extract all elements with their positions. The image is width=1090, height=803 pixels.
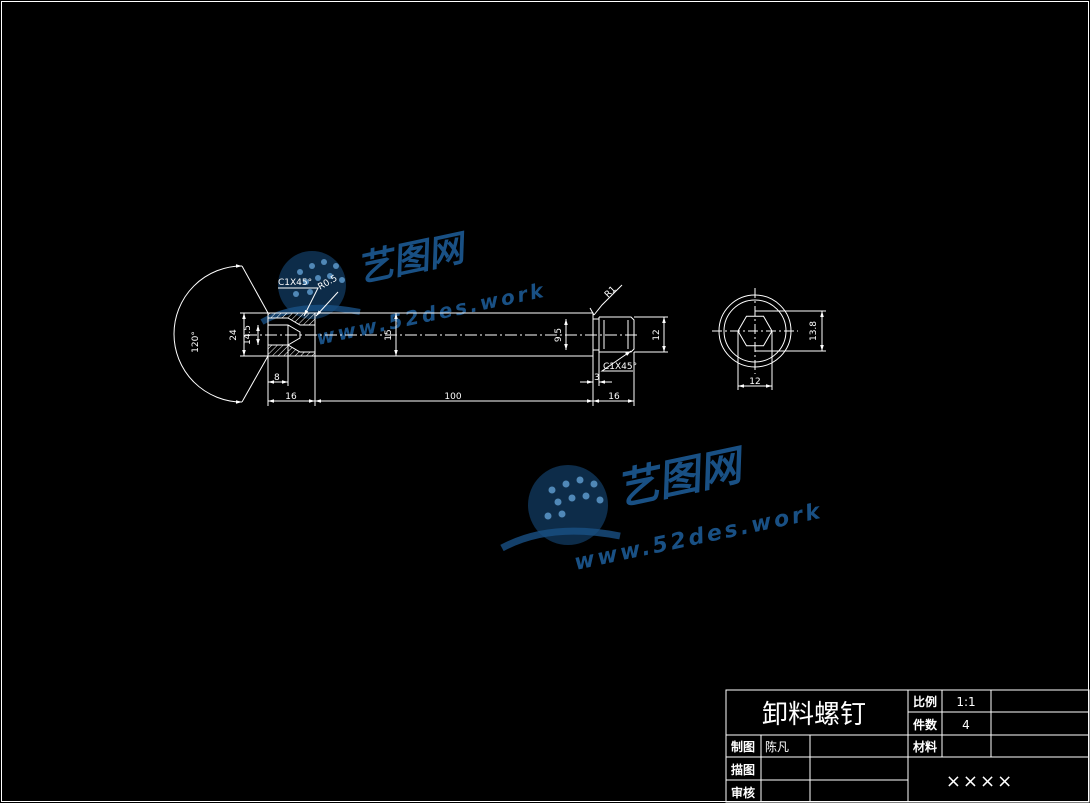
- end-view: [712, 288, 826, 390]
- dim-thread-dia: 12: [652, 329, 662, 340]
- watermark-2: 艺图网 www.52des.work: [500, 439, 825, 576]
- title-scale-label: 比例: [913, 694, 937, 709]
- title-checked-label: 审核: [731, 785, 755, 800]
- title-block: [725, 689, 1090, 803]
- dim-neck-dia: 9.5: [554, 328, 564, 342]
- dim-surface-finish: R1: [603, 285, 619, 301]
- title-qty-value: 4: [962, 718, 970, 732]
- surface-finish-symbol: [593, 284, 623, 316]
- title-material-label: 材料: [912, 739, 937, 754]
- title-drawn-by: 陈凡: [765, 739, 789, 754]
- dim-socket-depth: 8: [274, 373, 280, 383]
- watermark-url: www.52des.work: [314, 278, 548, 350]
- globe-logo-icon: [500, 465, 621, 552]
- part-view: [173, 264, 668, 406]
- watermark-1: 艺图网 www.52des.work: [260, 227, 548, 350]
- head-chamfer-leader: [278, 287, 319, 317]
- dim-head-angle: 120°: [191, 331, 201, 353]
- head-section-lower: [267, 344, 316, 357]
- fillet-leader: [315, 291, 339, 317]
- dim-outer-dia: 13.8: [809, 321, 819, 341]
- socket-cavity: [268, 324, 301, 346]
- dim-shank-length: 100: [444, 392, 461, 402]
- dim-head-dia: 24: [229, 329, 239, 341]
- dim-across-flats: 12: [749, 377, 760, 387]
- title-drawing-no: ××××: [946, 771, 1014, 792]
- dim-shank-dia: 15: [384, 329, 394, 340]
- watermark-brand: 艺图网: [353, 227, 472, 291]
- head-section-upper: [267, 312, 316, 326]
- title-part-name: 卸料螺钉: [762, 700, 866, 730]
- title-qty-label: 件数: [913, 717, 938, 732]
- globe-logo-icon: [260, 251, 361, 325]
- dim-thread-length: 16: [608, 392, 620, 402]
- watermark-brand: 艺图网: [612, 439, 751, 514]
- dim-head-length: 16: [285, 392, 297, 402]
- title-traced-label: 描图: [731, 762, 755, 777]
- title-scale-value: 1:1: [956, 695, 975, 709]
- dim-end-chamfer: C1X45°: [603, 362, 637, 372]
- dim-counterbore-dia: 14.5: [243, 325, 253, 345]
- dim-neck-length: 3: [594, 373, 600, 383]
- dim-head-chamfer: C1X45°: [278, 278, 312, 288]
- end-chamfer-leader: [600, 350, 633, 372]
- head-angle-arc: [173, 264, 243, 404]
- title-drawn-label: 制图: [731, 739, 755, 754]
